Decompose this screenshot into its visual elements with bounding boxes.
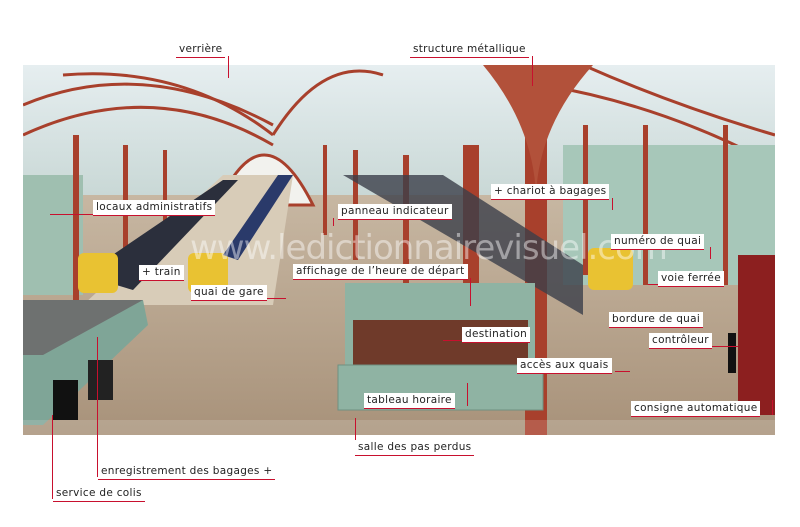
- automatic-locker: [738, 255, 775, 415]
- label-voie: voie ferrée: [658, 271, 724, 287]
- label-bordure: bordure de quai: [609, 312, 704, 328]
- label-salle: salle des pas perdus: [355, 440, 475, 456]
- leader-line: [470, 278, 471, 306]
- leader-line: [615, 371, 630, 372]
- label-train[interactable]: + train: [139, 265, 184, 281]
- leader-line: [710, 346, 738, 347]
- leader-line: [50, 214, 94, 215]
- label-panneau: panneau indicateur: [338, 204, 452, 220]
- label-affichage: affichage de l’heure de départ: [293, 264, 468, 280]
- leader-line: [710, 247, 711, 259]
- label-tableau: tableau horaire: [364, 393, 455, 409]
- label-acces: accès aux quais: [517, 358, 612, 374]
- timetable-board: [337, 283, 544, 411]
- leader-line: [612, 198, 613, 210]
- leader-line: [467, 383, 468, 406]
- leader-line: [52, 415, 53, 499]
- label-chariot[interactable]: + chariot à bagages: [491, 184, 610, 200]
- train-station-illustration: [23, 65, 775, 435]
- leader-line: [333, 218, 334, 226]
- label-locaux: locaux administratifs: [93, 200, 216, 216]
- leader-line: [443, 340, 463, 341]
- label-numero: numéro de quai: [611, 234, 705, 250]
- leader-line: [648, 284, 660, 285]
- label-verriere: verrière: [176, 42, 226, 58]
- label-controleur: contrôleur: [649, 333, 712, 349]
- label-quai: quai de gare: [191, 285, 267, 301]
- leader-line: [97, 337, 98, 477]
- label-colis: service de colis: [53, 486, 145, 502]
- leader-line: [355, 418, 356, 454]
- label-structure: structure métallique: [410, 42, 529, 58]
- leader-line: [772, 400, 773, 415]
- label-consigne: consigne automatique: [631, 401, 761, 417]
- leader-line: [262, 298, 286, 299]
- watermark: www.ledictionnairevisuel.com: [190, 228, 668, 268]
- label-enregistrement[interactable]: enregistrement des bagages +: [98, 464, 276, 480]
- label-destination: destination: [462, 327, 531, 343]
- leader-line: [228, 56, 229, 78]
- leader-line: [532, 56, 533, 86]
